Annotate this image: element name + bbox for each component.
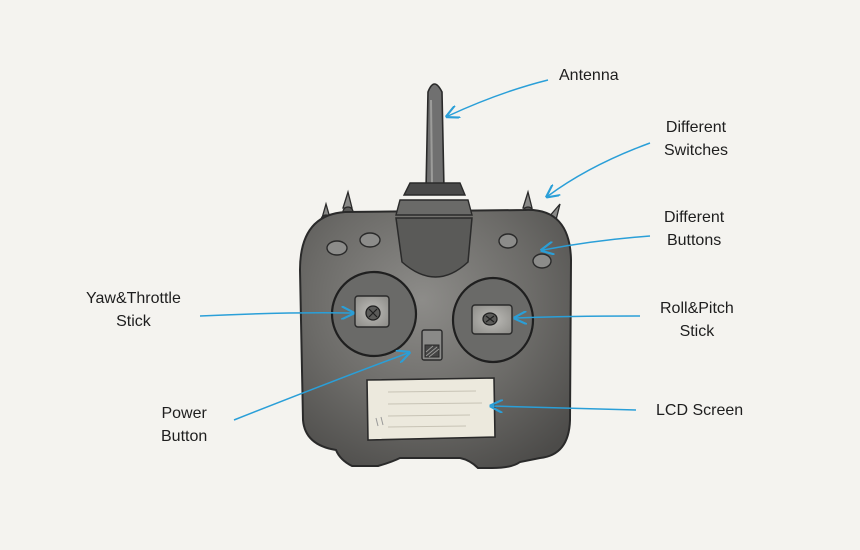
left-gimbal [332, 272, 416, 356]
lcd-label: LCD Screen [656, 399, 743, 422]
power-button [422, 330, 442, 360]
buttons-label: Different Buttons [664, 206, 724, 252]
roll-pitch-label: Roll&Pitch Stick [660, 297, 734, 343]
lcd-screen [367, 378, 495, 440]
antenna-label: Antenna [559, 64, 619, 87]
antenna-part [404, 84, 465, 195]
power-label: Power Button [161, 402, 207, 448]
antenna-arrow [448, 80, 548, 116]
yaw-throttle-label: Yaw&Throttle Stick [86, 287, 181, 333]
switches-arrow [548, 143, 650, 196]
switches-label: Different Switches [664, 116, 728, 162]
right-gimbal [453, 278, 533, 362]
